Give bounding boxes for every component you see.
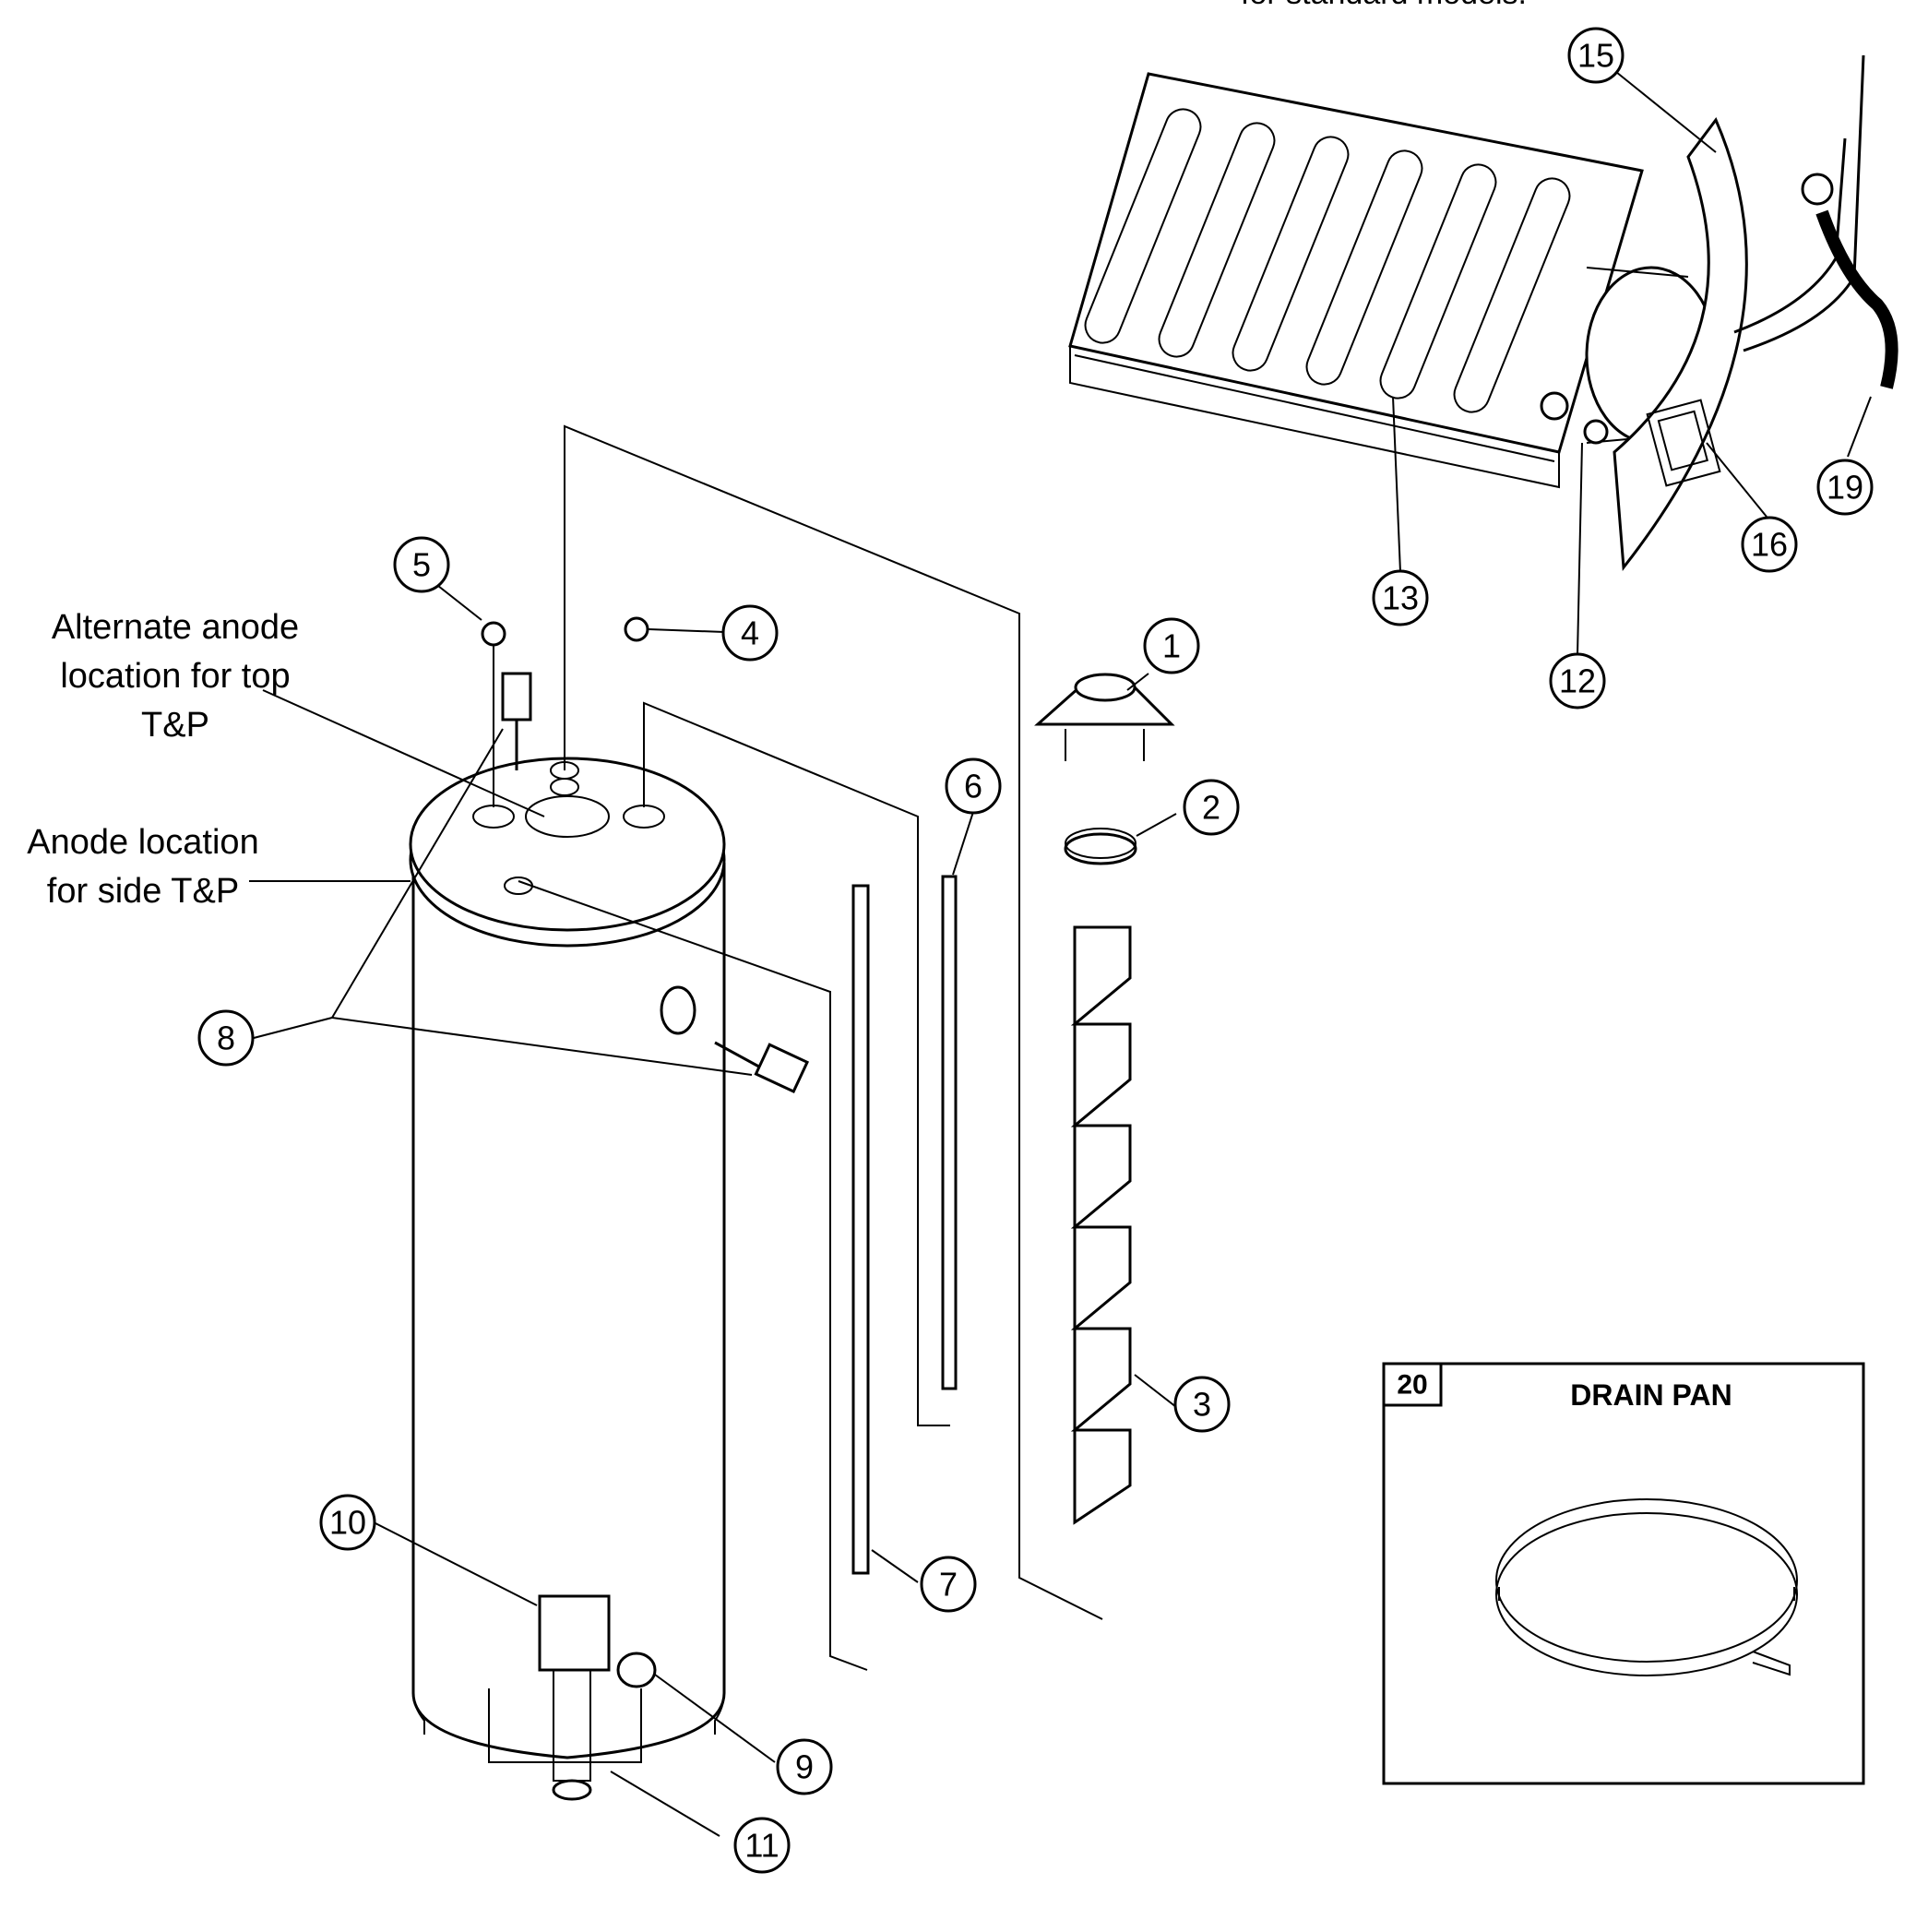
svg-text:12: 12 [1559, 662, 1596, 700]
svg-text:15: 15 [1577, 37, 1614, 75]
flue-baffle [1070, 925, 1132, 1525]
drain-pan-box: 20 DRAIN PAN [1382, 1362, 1865, 1785]
callout-7: 7 [920, 1556, 977, 1613]
svg-text:2: 2 [1202, 789, 1220, 827]
leader-lines [249, 71, 1872, 1837]
callout-5: 5 [393, 536, 450, 593]
svg-text:16: 16 [1751, 526, 1788, 564]
svg-text:19: 19 [1827, 469, 1863, 507]
tp-valve-top [501, 672, 532, 770]
svg-text:8: 8 [217, 1020, 235, 1057]
callout-10: 10 [319, 1494, 376, 1551]
cap-4 [624, 616, 649, 642]
guide-lines [493, 424, 1103, 1671]
callout-13: 13 [1372, 569, 1429, 626]
svg-text:T&P: T&P [141, 706, 209, 745]
water-heater-tank [409, 757, 726, 1801]
flue-collar [1034, 673, 1175, 761]
drain-pan-drawing [1495, 1498, 1798, 1676]
callout-12: 12 [1549, 652, 1606, 710]
svg-text:4: 4 [741, 614, 759, 652]
callout-4: 4 [721, 604, 779, 662]
callout-11: 11 [733, 1817, 791, 1874]
callout-19: 19 [1816, 459, 1874, 516]
label-alternate-anode: Alternate anode location for top T&P [52, 608, 299, 745]
svg-text:location for top: location for top [60, 657, 290, 696]
svg-text:13: 13 [1382, 579, 1419, 617]
svg-text:3: 3 [1193, 1386, 1211, 1424]
callout-16: 16 [1741, 516, 1798, 573]
cap-5 [481, 621, 506, 647]
tp-valve-side [714, 1041, 810, 1094]
header-note: for standard models. [1241, 0, 1527, 11]
svg-text:for side T&P: for side T&P [47, 872, 239, 911]
label-anode-side: Anode location for side T&P [27, 823, 258, 911]
gasket-ring [1064, 828, 1137, 865]
drain-pan-title: DRAIN PAN [1570, 1378, 1732, 1412]
svg-text:9: 9 [795, 1748, 814, 1786]
svg-text:7: 7 [939, 1566, 958, 1604]
svg-text:5: 5 [412, 546, 431, 584]
drain-pan-number: 20 [1397, 1370, 1427, 1401]
svg-text:11: 11 [744, 1827, 779, 1865]
burner-assembly [1068, 54, 1898, 571]
callout-8: 8 [197, 1009, 255, 1067]
svg-text:Anode location: Anode location [27, 823, 258, 862]
callout-9: 9 [776, 1738, 833, 1795]
svg-text:Alternate anode: Alternate anode [52, 608, 299, 647]
svg-text:6: 6 [964, 768, 982, 805]
svg-text:1: 1 [1162, 627, 1181, 665]
svg-text:10: 10 [329, 1504, 366, 1542]
callout-15: 15 [1567, 27, 1625, 84]
callout-3: 3 [1173, 1376, 1231, 1433]
anode-rods [851, 875, 958, 1575]
callout-6: 6 [945, 757, 1002, 815]
callout-2: 2 [1183, 779, 1240, 836]
callout-1: 1 [1143, 617, 1200, 674]
